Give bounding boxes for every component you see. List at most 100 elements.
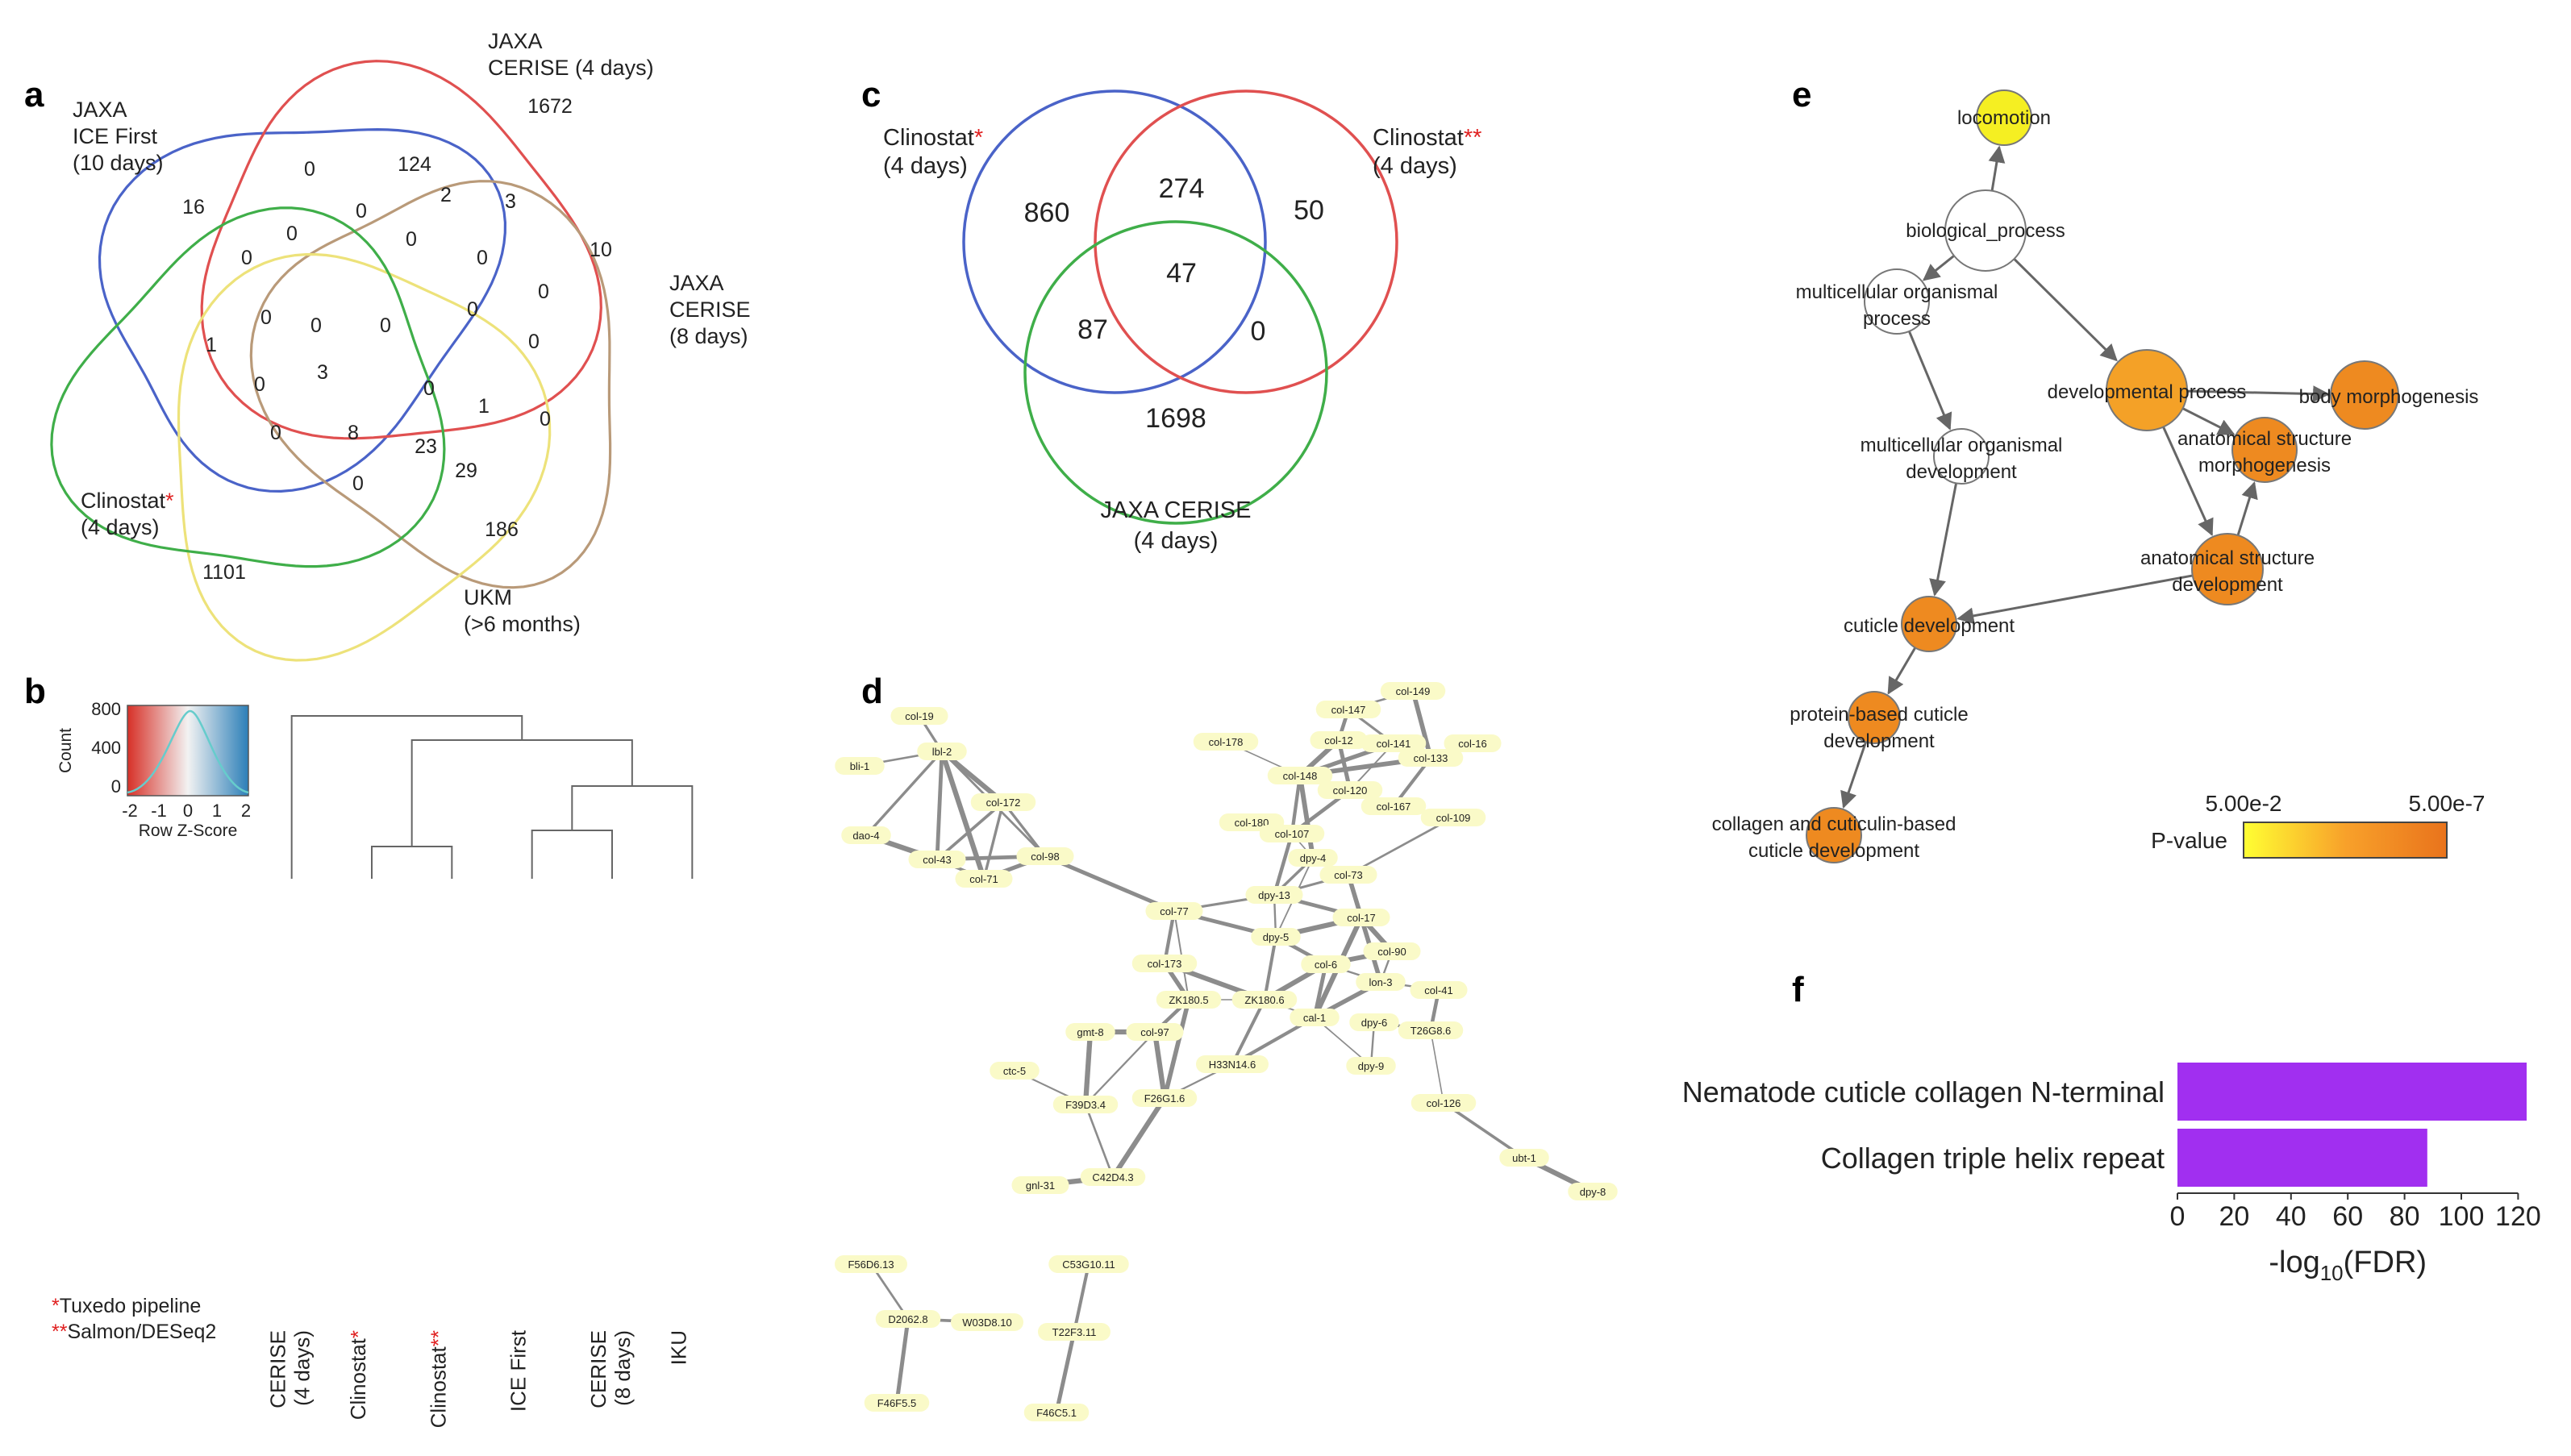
venn5-label-3-line-0: UKM — [464, 585, 512, 609]
venn5-label-2-line-0: JAXA — [669, 271, 724, 295]
go-node — [2330, 360, 2399, 430]
network-edge — [1152, 1031, 1168, 1099]
bar — [2177, 1063, 2527, 1121]
go-edge — [1840, 741, 1868, 809]
venn5-count-29: 1 — [478, 395, 490, 418]
network-node — [1420, 809, 1486, 826]
network-node — [1349, 1013, 1399, 1031]
go-node-label: cuticle development — [1844, 615, 2015, 637]
network-edge — [1430, 1030, 1444, 1104]
heatmap-column-label: CERISE — [266, 1330, 290, 1408]
venn5-count-5: 0 — [304, 158, 315, 181]
network-node — [1016, 847, 1074, 865]
network-node — [1245, 886, 1303, 904]
network-node-label: col-107 — [1275, 828, 1310, 840]
x-axis-tick-label: 60 — [2332, 1201, 2363, 1232]
heatmap-column-label: (4 days) — [290, 1330, 315, 1406]
dendrogram — [290, 715, 694, 879]
venn5-label-4-asterisk: * — [165, 489, 174, 513]
panel-letter-e: e — [1792, 75, 1811, 114]
network-node — [835, 1255, 907, 1273]
network-edge — [1272, 833, 1294, 896]
go-node — [2191, 533, 2264, 605]
heatmap-column-label: IKU — [666, 1330, 690, 1365]
network-node — [1411, 1094, 1477, 1112]
go-node — [1864, 268, 1930, 335]
network-node-label: col-41 — [1424, 984, 1452, 996]
network-node-label: lbl-2 — [932, 746, 952, 758]
network-edges — [859, 689, 1594, 1413]
venn5-count-13: 0 — [477, 247, 488, 269]
network-node-label: col-133 — [1414, 752, 1448, 764]
network-node-label: D2062.8 — [888, 1313, 927, 1325]
network-node — [1126, 1023, 1184, 1041]
network-node-label: ubt-1 — [1512, 1152, 1536, 1164]
network-node — [1267, 767, 1333, 784]
network-edge — [1162, 999, 1191, 1099]
footnote-mark: * — [52, 1295, 60, 1317]
venn5-label-3-line-1: (>6 months) — [464, 612, 581, 636]
network-node — [1317, 781, 1383, 799]
network-node — [1048, 1255, 1129, 1273]
venn5-count-11: 0 — [241, 247, 252, 269]
venn5-count-3: 186 — [485, 518, 519, 541]
x-axis-tick-label: 20 — [2219, 1201, 2249, 1232]
panel-letter-f: f — [1792, 970, 1804, 1009]
go-node-label: process — [1863, 308, 1931, 330]
network-node — [1038, 1323, 1110, 1341]
network-node — [1131, 1089, 1198, 1107]
venn5-count-22: 3 — [317, 361, 328, 384]
go-node — [1933, 428, 1990, 485]
network-node — [1499, 1149, 1549, 1167]
network-node-label: dpy-13 — [1258, 889, 1290, 901]
network-edge — [1411, 690, 1433, 759]
venn5-label-0-line-0: JAXA — [73, 98, 127, 122]
color-key-xtick: 2 — [241, 801, 251, 821]
pvalue-legend-title: P-value — [2151, 828, 2227, 853]
network-node — [1290, 1009, 1340, 1026]
network-node-label: ZK180.5 — [1169, 994, 1208, 1006]
network-node — [1319, 866, 1377, 884]
venn5-count-0: 16 — [182, 196, 205, 218]
venn5-set-outline-2 — [249, 180, 612, 589]
network-node-label: col-98 — [1031, 851, 1059, 863]
go-edges — [1840, 145, 2331, 809]
venn3-count-4: 87 — [1077, 314, 1108, 345]
venn5-set-outline-4 — [50, 206, 446, 568]
go-node-label: protein-based cuticle — [1790, 704, 1968, 726]
bar-category-label: Nematode cuticle collagen N-terminal — [1682, 1075, 2165, 1109]
network-node-label: dpy-8 — [1580, 1186, 1606, 1198]
venn3-label-1-line-0: Clinostat** — [1373, 125, 1481, 151]
network-node-label: F46F5.5 — [877, 1397, 916, 1409]
footnote-text: Salmon/DESeq2 — [67, 1321, 216, 1343]
go-node-label: body morphogenesis — [2299, 386, 2479, 408]
network-node — [1080, 1168, 1146, 1186]
heatmap-column-label: Clinostat* — [346, 1330, 370, 1420]
venn5-label-0-line-1: ICE First — [73, 124, 157, 148]
go-edge — [1907, 331, 1952, 431]
venn3-count-3: 47 — [1166, 258, 1197, 289]
venn5-count-17: 0 — [310, 314, 322, 337]
heatmap-column-label: ICE First — [506, 1329, 531, 1412]
network-edge — [1346, 874, 1383, 983]
network-node — [1065, 1023, 1115, 1041]
venn3-label-2-line-0: JAXA CERISE — [1101, 497, 1252, 523]
network-node-label: col-43 — [923, 854, 951, 866]
panel-letter-d: d — [861, 672, 883, 711]
network-edge — [1298, 775, 1315, 859]
venn5-count-14: 0 — [538, 281, 549, 303]
network-node — [951, 1313, 1023, 1331]
venn5-count-20: 0 — [528, 331, 540, 353]
color-key-xtick: -2 — [122, 801, 138, 821]
network-node — [1363, 942, 1421, 960]
network-node-label: dpy-5 — [1263, 931, 1290, 943]
network-node-label: col-180 — [1235, 817, 1269, 829]
network-node-label: F56D6.13 — [848, 1258, 894, 1271]
network-node-label: col-16 — [1458, 738, 1486, 750]
heatmap-column-asterisk: ** — [426, 1330, 450, 1346]
network-edge — [982, 801, 1005, 880]
x-axis-label-part: -log — [2269, 1246, 2319, 1279]
go-edge — [1922, 255, 1955, 281]
venn3-set-outline-0 — [962, 89, 1267, 394]
